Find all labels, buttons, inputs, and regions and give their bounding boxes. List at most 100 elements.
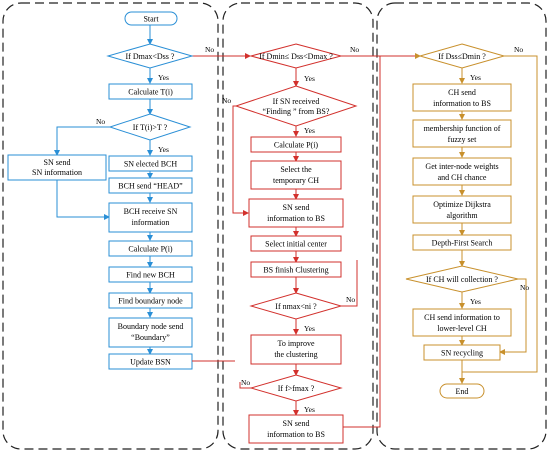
bs-finish-text: BS finish Clustering <box>263 266 328 275</box>
boundary-quote-text: “Boundary” <box>131 333 170 342</box>
sn-recycling-box <box>423 344 501 361</box>
yes-label: Yes <box>304 405 315 414</box>
improve-box <box>250 334 342 365</box>
calculate-t-text: Calculate T(i) <box>128 88 173 97</box>
update-bsn-text: Update BSN <box>130 358 171 367</box>
decision-dmin-dss-dmax-text: If Dmin≤ Dss<Dmax ? <box>259 52 333 61</box>
temp-ch-text-1: Select the <box>280 165 312 174</box>
decision-finding-received <box>234 85 358 127</box>
lower-level-ch-text-2: lower-level CH <box>437 324 487 333</box>
start-text: Start <box>143 15 159 24</box>
dijkstra-text-2: algorithm <box>446 211 478 220</box>
yes-label: Yes <box>470 297 481 306</box>
no-label: No <box>520 283 529 292</box>
no-label: No <box>514 45 523 54</box>
calculate-p-text: Calculate P(i) <box>128 245 173 254</box>
sn-info-text: SN information <box>32 168 82 177</box>
yes-label: Yes <box>304 74 315 83</box>
weights-text-1: Get inter-node weights <box>425 162 498 171</box>
decision-nmax <box>249 292 343 320</box>
sn-send-info-box <box>7 154 107 181</box>
ch-send-bs-text-2: information to BS <box>433 99 491 108</box>
ch-send-bs-text-1: CH send <box>448 88 476 97</box>
final-sn-send-text-2: information to BS <box>267 430 325 439</box>
weights-box <box>412 157 512 186</box>
panel-middle <box>222 2 374 450</box>
final-sn-send-text-1: SN send <box>283 419 310 428</box>
end-text: End <box>456 387 469 396</box>
decision-dmax-dss <box>106 43 194 69</box>
sn-elected-bch-box <box>108 155 193 172</box>
decision-fmax <box>249 374 343 402</box>
improve-text-2: the clustering <box>274 350 317 359</box>
calculate-t-box <box>108 83 193 100</box>
panel-left <box>2 2 219 450</box>
initial-center-box <box>250 235 342 252</box>
calculate-p-box <box>108 240 193 257</box>
yes-label: Yes <box>158 73 169 82</box>
sn-send-bs-text-2: information to BS <box>267 214 325 223</box>
sn-send-bs-text-1: SN send <box>283 203 310 212</box>
lower-level-ch-text-1: CH send information to <box>424 313 500 322</box>
membership-text-2: fuzzy set <box>448 135 477 144</box>
no-label: No <box>205 45 214 54</box>
bs-finish-box <box>250 261 342 278</box>
sn-send-bs-box <box>248 198 344 228</box>
no-label: No <box>241 378 250 387</box>
decision-finding-text-2: “Finding ” from BS? <box>263 107 330 116</box>
bch-receive-info-text: information <box>132 218 170 227</box>
end-terminal <box>439 383 485 399</box>
decision-dss-dmin <box>418 43 506 69</box>
ch-send-bs-box <box>412 83 512 112</box>
decision-fmax-text: If f>fmax ? <box>278 384 315 393</box>
yes-label: Yes <box>158 145 169 154</box>
lower-level-ch-box <box>412 308 512 337</box>
improve-text-1: To improve <box>278 339 315 348</box>
no-label: No <box>222 96 231 105</box>
sn-send-text: SN send <box>44 158 71 167</box>
bch-send-head-box <box>108 177 193 194</box>
yes-label: Yes <box>470 73 481 82</box>
bch-send-head-text: BCH send “HEAD” <box>118 182 183 191</box>
temp-ch-text-2: temporary CH <box>273 176 319 185</box>
dfs-box <box>412 234 512 251</box>
no-label: No <box>350 45 359 54</box>
decision-dmax-dss-text: If Dmax<Dss ? <box>126 52 175 61</box>
bch-receive-box <box>108 202 193 233</box>
dijkstra-box <box>412 195 512 224</box>
find-new-bch-box <box>108 266 193 283</box>
membership-text-1: membership function of <box>424 124 501 133</box>
find-new-bch-text: Find new BCH <box>126 271 175 280</box>
dfs-text: Depth-First Search <box>432 239 493 248</box>
yes-label: Yes <box>304 126 315 135</box>
boundary-node-box <box>108 317 193 348</box>
decision-dmin-dss-dmax <box>249 43 343 69</box>
initial-center-text: Select initial center <box>265 240 327 249</box>
weights-text-2: and CH chance <box>438 173 487 182</box>
find-boundary-box <box>108 292 193 309</box>
find-boundary-text: Find boundary node <box>118 297 183 306</box>
sn-elected-bch-text: SN elected BCH <box>124 160 178 169</box>
calculate-p-text-mid: Calculate P(i) <box>274 141 319 150</box>
decision-ch-collection <box>405 265 519 293</box>
start-terminal <box>124 11 178 26</box>
no-label: No <box>96 117 105 126</box>
decision-t-threshold-text: If T(i)>T ? <box>133 123 168 132</box>
yes-label: Yes <box>304 324 315 333</box>
decision-nmax-text: If nmax<ni ? <box>275 302 317 311</box>
decision-dss-dmin-text: If Dss≤Dmin ? <box>438 52 486 61</box>
no-label: No <box>346 295 355 304</box>
membership-box <box>412 119 512 148</box>
decision-ch-collection-text: If CH will collection ? <box>426 275 498 284</box>
panel-right <box>376 2 547 450</box>
final-sn-send-box <box>248 414 344 444</box>
dijkstra-text-1: Optimize Dijkstra <box>433 200 491 209</box>
bch-receive-text: BCH receive SN <box>124 207 178 216</box>
temp-ch-box <box>250 160 342 190</box>
decision-t-threshold <box>108 113 192 141</box>
decision-finding-text-1: If SN received <box>273 97 320 106</box>
boundary-node-text: Boundary node send <box>118 322 184 331</box>
calculate-p-box-mid <box>250 136 342 153</box>
sn-recycling-text: SN recycling <box>441 349 483 358</box>
